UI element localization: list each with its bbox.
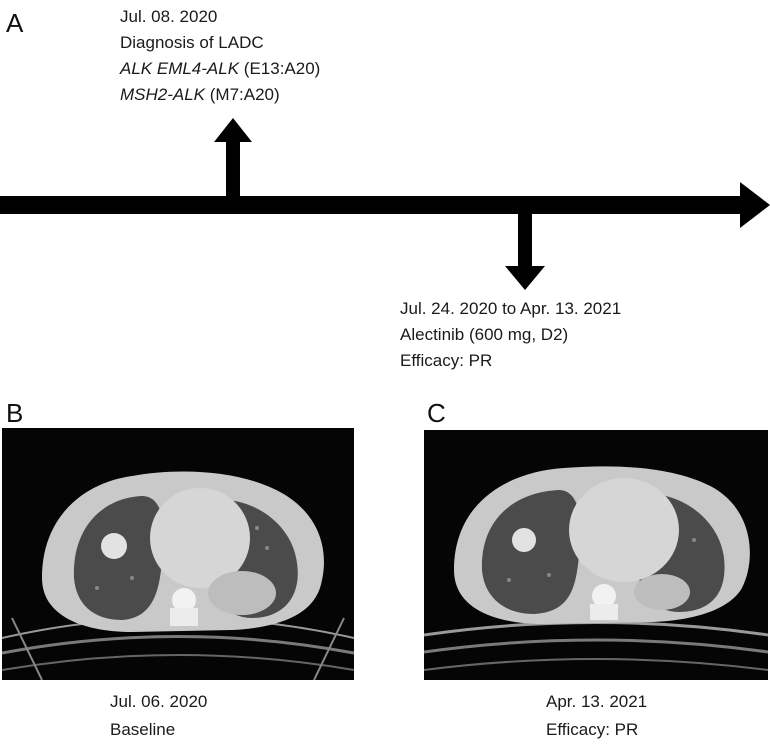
fusion-1-detail: (E13:A20)	[239, 59, 321, 78]
timeline-arrowhead	[740, 182, 770, 228]
panel-label-c: C	[427, 398, 446, 428]
fusion-1-gene: ALK EML4-ALK	[120, 59, 240, 78]
panel-label-a: A	[6, 8, 24, 38]
treatment-efficacy: Efficacy: PR	[400, 351, 493, 370]
treatment-down-arrow-shaft	[518, 213, 532, 268]
fusion-2: MSH2-ALK (M7:A20)	[120, 82, 320, 108]
diagnosis-up-arrow-head	[214, 118, 252, 142]
followup-date: Apr. 13. 2021	[546, 692, 648, 711]
followup-label: Efficacy: PR	[546, 720, 639, 739]
treatment-drug: Alectinib (600 mg, D2)	[400, 325, 569, 344]
treatment-down-arrow-head	[505, 266, 545, 290]
ct-scan-followup	[424, 430, 768, 680]
treatment-date-range: Jul. 24. 2020 to Apr. 13. 2021	[400, 299, 622, 318]
diagnosis-event-text: Jul. 08. 2020 Diagnosis of LADC ALK EML4…	[120, 4, 320, 108]
diagnosis-title: Diagnosis of LADC	[120, 33, 264, 52]
followup-caption: Apr. 13. 2021 Efficacy: PR	[546, 688, 647, 744]
fusion-2-detail: (M7:A20)	[205, 85, 280, 104]
diagnosis-up-arrow-shaft	[226, 140, 240, 197]
timeline-graphic	[0, 118, 770, 290]
baseline-date: Jul. 06. 2020	[110, 692, 208, 711]
ct-scan-baseline	[2, 428, 354, 680]
diagnosis-date: Jul. 08. 2020	[120, 7, 218, 26]
fusion-1: ALK EML4-ALK (E13:A20)	[120, 56, 320, 82]
baseline-caption: Jul. 06. 2020 Baseline	[110, 688, 207, 744]
treatment-event-text: Jul. 24. 2020 to Apr. 13. 2021 Alectinib…	[400, 296, 621, 374]
panel-label-b: B	[6, 398, 24, 428]
timeline-axis	[0, 196, 742, 214]
fusion-2-gene: MSH2-ALK	[120, 85, 206, 104]
baseline-label: Baseline	[110, 720, 176, 739]
